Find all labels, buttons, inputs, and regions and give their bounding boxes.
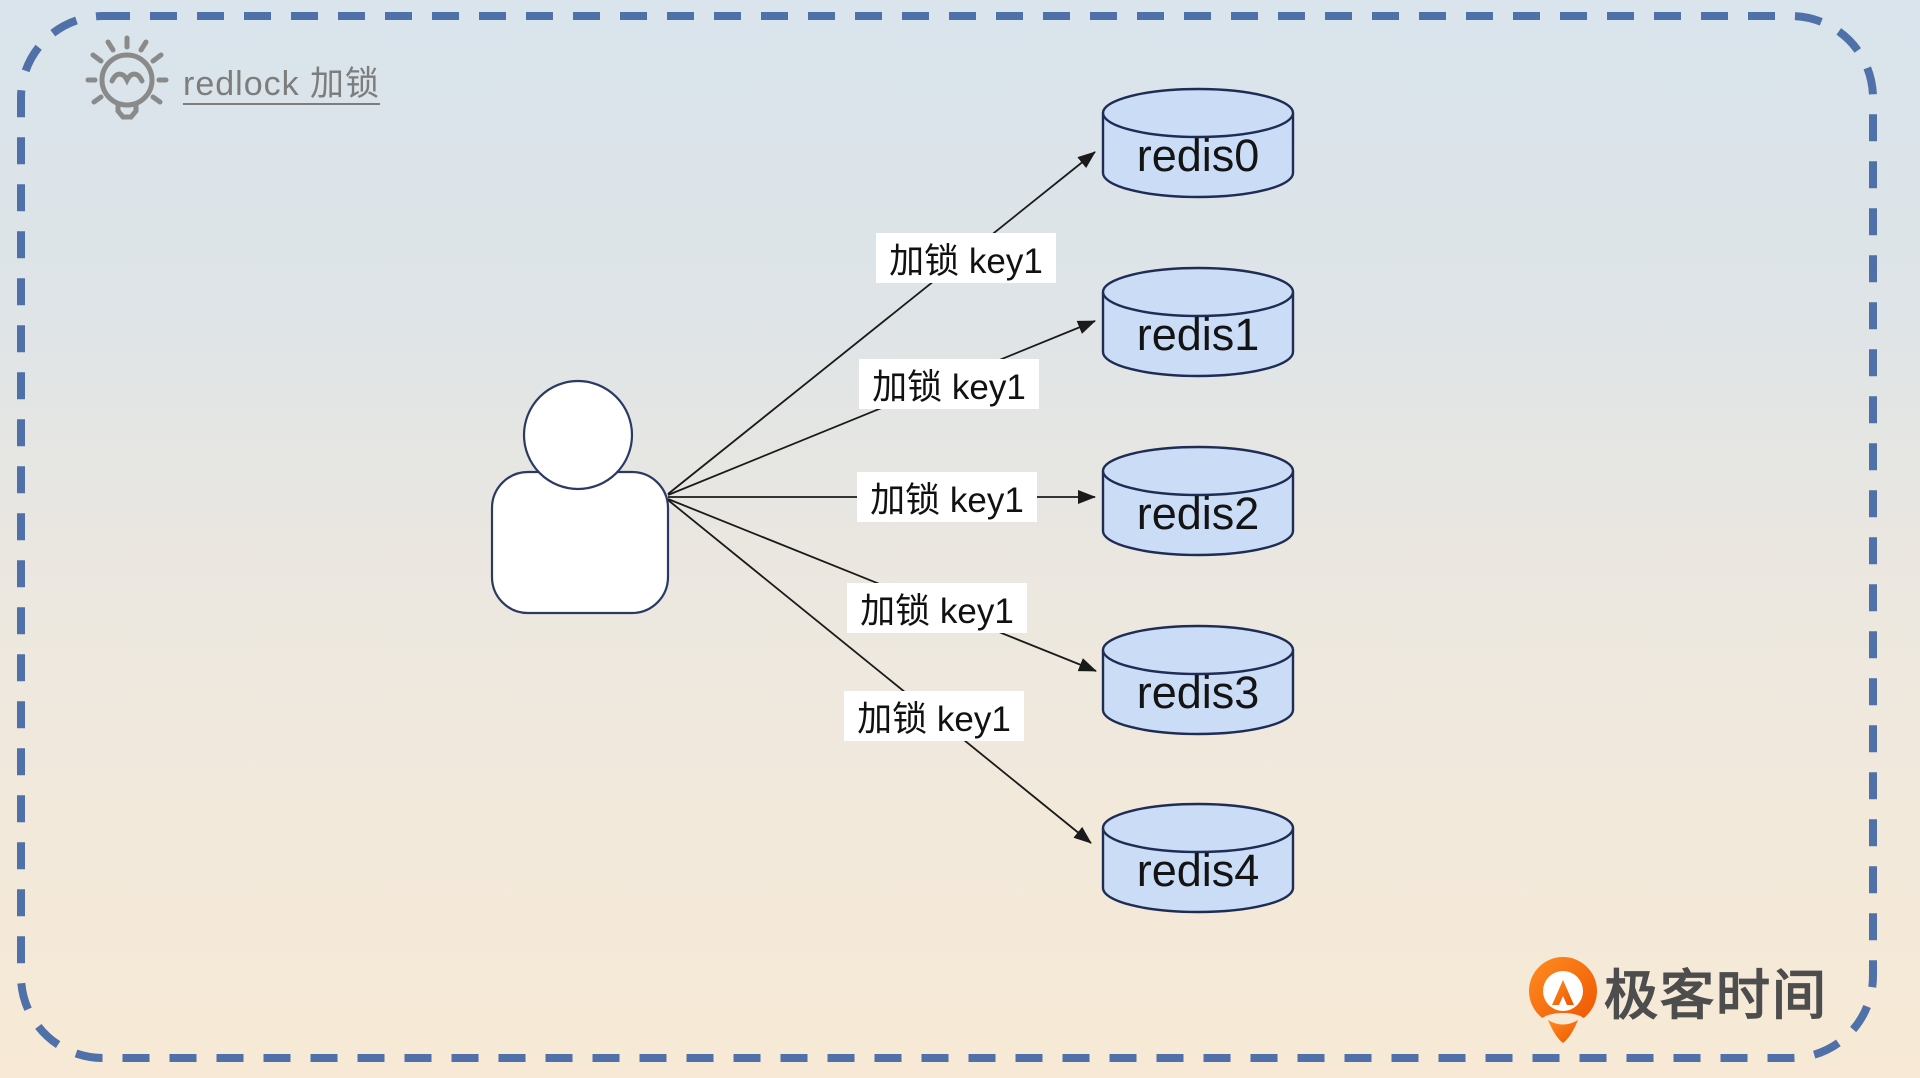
node-label-redis4: redis4: [1136, 845, 1260, 896]
database-cylinder-redis4: [1101, 802, 1295, 914]
database-cylinder-redis3: [1101, 624, 1295, 736]
brand-name: 极客时间: [1604, 966, 1828, 1026]
node-label-redis3: redis3: [1136, 667, 1260, 718]
database-cylinder-redis0: [1101, 87, 1295, 199]
database-cylinder-redis2: [1101, 445, 1295, 557]
redis-cylinders: [1101, 87, 1295, 914]
edge-arrow-redis0: [667, 151, 1096, 495]
person-icon: [490, 379, 670, 615]
edge-label-redis3: 加锁 key1: [847, 583, 1027, 633]
lightbulb-icon: [85, 35, 169, 120]
dashed-border: [17, 12, 1877, 1062]
edge-arrow-redis4: [667, 499, 1092, 844]
edge-label-redis2: 加锁 key1: [857, 472, 1037, 522]
edge-label-redis0: 加锁 key1: [876, 233, 1056, 283]
page-title: redlock 加锁: [183, 65, 381, 103]
database-cylinder-redis1: [1101, 266, 1295, 378]
edge-label-redis4: 加锁 key1: [844, 691, 1024, 741]
geektime-logo-icon: [1529, 957, 1597, 1043]
node-label-redis0: redis0: [1136, 130, 1260, 181]
edge-label-redis1: 加锁 key1: [859, 359, 1039, 409]
node-label-redis2: redis2: [1136, 488, 1260, 539]
person-body: [490, 470, 670, 615]
person-head: [522, 379, 634, 491]
node-label-redis1: redis1: [1136, 309, 1260, 360]
